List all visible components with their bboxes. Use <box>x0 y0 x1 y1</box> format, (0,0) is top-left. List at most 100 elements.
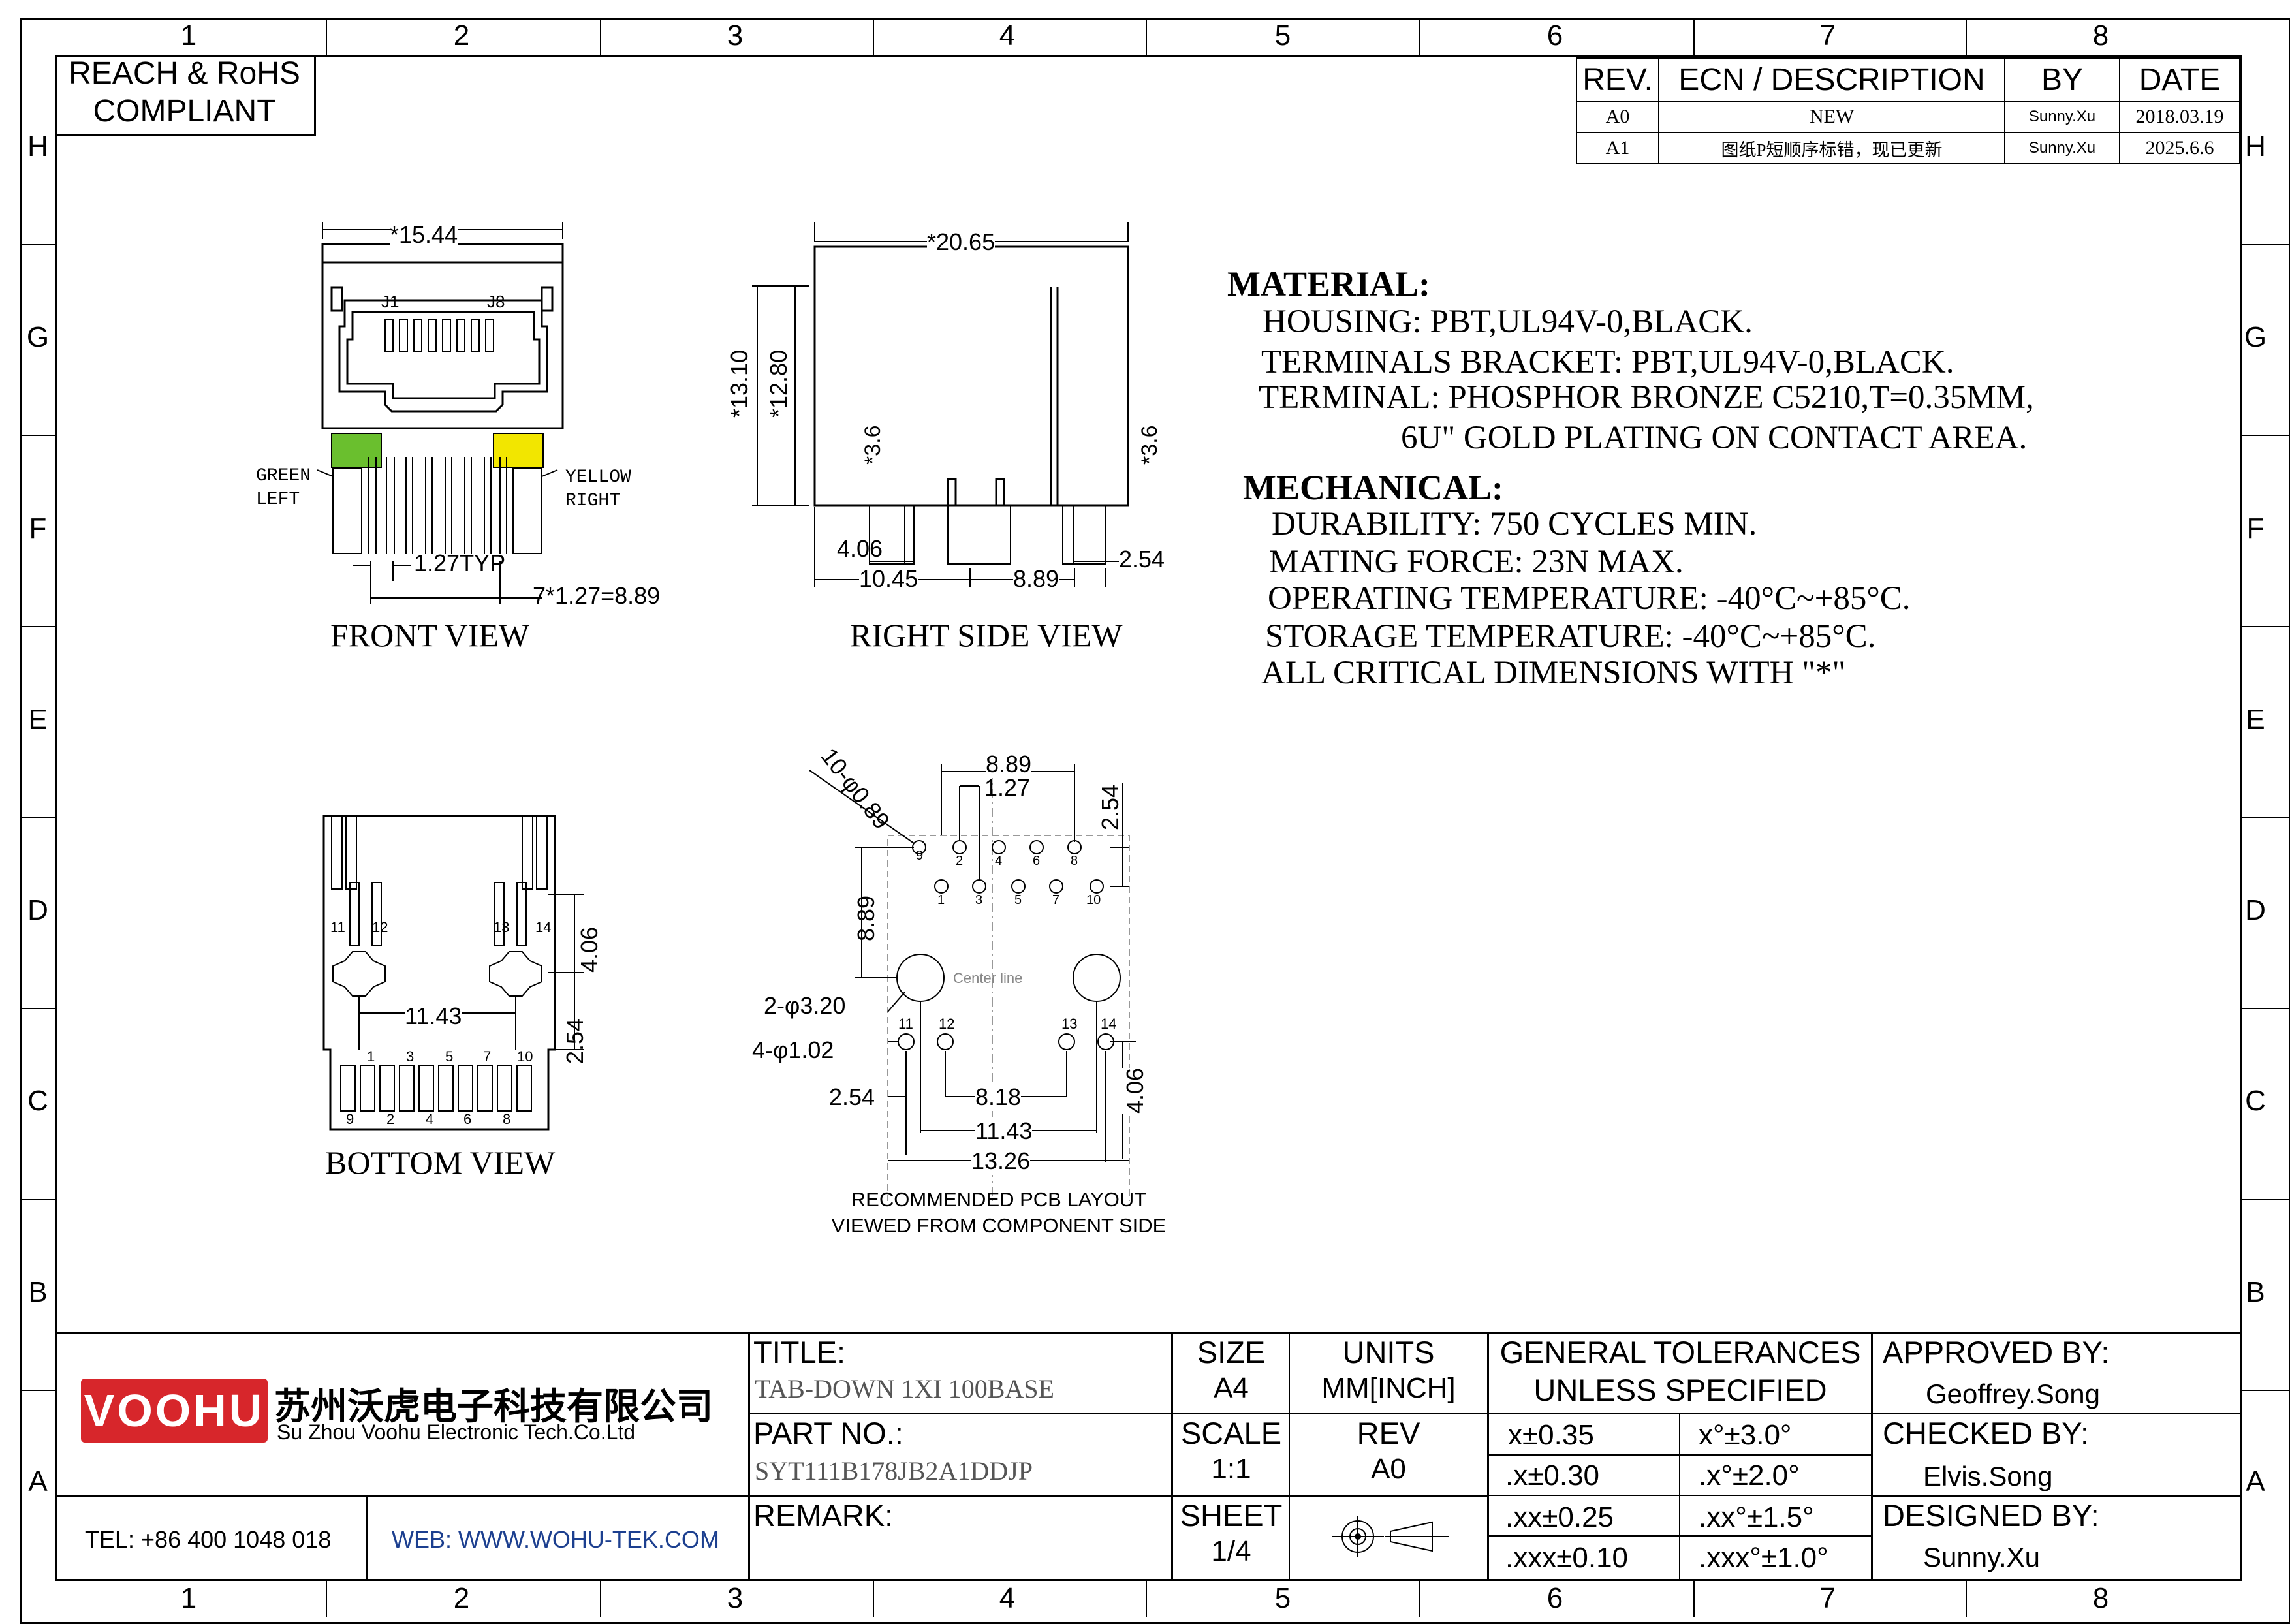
j8-label: J8 <box>487 292 505 311</box>
remark-label: REMARK: <box>753 1498 894 1533</box>
material-line: TERMINAL: PHOSPHOR BRONZE C5210,T=0.35MM… <box>1259 379 2034 416</box>
by-cell: Sunny.Xu <box>2004 132 2120 164</box>
pcb-pin-14: 14 <box>1101 1016 1117 1032</box>
projection-symbol-icon <box>1332 1516 1449 1557</box>
compliance-line1: REACH & RoHS <box>69 56 300 91</box>
zone-row: G <box>2244 321 2267 353</box>
website-link[interactable]: WEB: WWW.WOHU-TEK.COM <box>392 1526 719 1553</box>
bottom-pin-6: 6 <box>463 1111 472 1127</box>
pcb-caption-line2: VIEWED FROM COMPONENT SIDE <box>831 1214 1167 1237</box>
zone-row: A <box>28 1465 48 1497</box>
drawing-border <box>55 55 2242 1581</box>
zone-col: 7 <box>1819 1582 1836 1614</box>
date-cell: 2025.6.6 <box>2119 132 2240 164</box>
checked-label: CHECKED BY: <box>1883 1416 2090 1450</box>
desc-header: ECN / DESCRIPTION <box>1658 57 2005 102</box>
units-label: UNITS <box>1342 1335 1435 1369</box>
yellow-led <box>493 433 544 468</box>
logo-brand: VOOHU <box>84 1385 265 1436</box>
tolerances-heading-2: UNLESS SPECIFIED <box>1533 1373 1827 1407</box>
side-pins <box>869 505 1106 565</box>
pcb-holes4-dim: 4-φ1.02 <box>752 1037 834 1063</box>
side-width-dim: *20.65 <box>927 228 996 256</box>
zone-col: 5 <box>1274 20 1291 52</box>
mechanical-line: OPERATING TEMPERATURE: -40°C~+85°C. <box>1268 580 1911 617</box>
bottom-1143-dim: 11.43 <box>405 1003 462 1030</box>
bottom-pin-11: 11 <box>330 919 345 935</box>
pcb-254-top-dim: 2.54 <box>1097 784 1123 830</box>
voohu-logo: VOOHU <box>81 1379 268 1443</box>
pcb-pin-1: 1 <box>937 893 945 907</box>
zone-col: 8 <box>2092 20 2109 52</box>
side-1045-dim: 10.45 <box>859 565 918 593</box>
side-406-dim: 4.06 <box>837 535 883 562</box>
checked-value: Elvis.Song <box>1923 1461 2053 1491</box>
tol-angular: .xx°±1.5° <box>1699 1501 1814 1533</box>
rev-cell: A1 <box>1576 132 1659 164</box>
pcb-caption-line1: RECOMMENDED PCB LAYOUT <box>851 1188 1147 1211</box>
tol-angular: .xxx°±1.0° <box>1699 1542 1828 1574</box>
front-span-dim: 7*1.27=8.89 <box>533 582 661 609</box>
zone-col: 6 <box>1546 1582 1563 1614</box>
material-heading: MATERIAL: <box>1227 264 1431 304</box>
tol-linear: .xxx±0.10 <box>1505 1542 1629 1574</box>
zone-col: 7 <box>1819 20 1836 52</box>
zone-row: A <box>2246 1465 2265 1497</box>
tol-linear: .xx±0.25 <box>1505 1501 1614 1533</box>
title-label: TITLE: <box>753 1335 846 1369</box>
material-line: HOUSING: PBT,UL94V-0,BLACK. <box>1263 304 1753 340</box>
zone-row: B <box>28 1276 48 1308</box>
zone-row: D <box>2245 894 2266 926</box>
bottom-pin-10: 10 <box>517 1048 533 1065</box>
tol-linear: x±0.35 <box>1508 1419 1594 1451</box>
zone-row: G <box>26 321 50 353</box>
pcb-1143-dim: 11.43 <box>975 1117 1033 1145</box>
zone-col: 4 <box>999 1582 1016 1614</box>
mechanical-heading: MECHANICAL: <box>1243 468 1503 507</box>
pcb-818-dim: 8.18 <box>975 1084 1022 1111</box>
by-cell: Sunny.Xu <box>2004 101 2120 133</box>
left-label: LEFT <box>256 490 300 510</box>
mechanical-line: ALL CRITICAL DIMENSIONS WITH "*" <box>1261 655 1846 691</box>
approved-label: APPROVED BY: <box>1883 1335 2110 1369</box>
zone-col: 4 <box>999 20 1016 52</box>
mechanical-line: DURABILITY: 750 CYCLES MIN. <box>1272 506 1757 542</box>
date-header: DATE <box>2119 57 2240 102</box>
pcb-pin-4: 4 <box>995 854 1003 868</box>
pcb-pin-8: 8 <box>1071 854 1078 868</box>
mechanical-line: MATING FORCE: 23N MAX. <box>1269 544 1684 580</box>
bottom-pin-14: 14 <box>535 919 552 935</box>
bottom-pin-1: 1 <box>367 1048 375 1065</box>
scale-label: SCALE <box>1180 1416 1282 1450</box>
rev-header: REV. <box>1576 57 1659 102</box>
revision-table: REV. ECN / DESCRIPTION BY DATE A0 NEW Su… <box>1576 57 2240 164</box>
zone-col: 1 <box>180 20 197 52</box>
tol-angular: x°±3.0° <box>1699 1419 1792 1451</box>
units-value: MM[INCH] <box>1321 1372 1456 1404</box>
pcb-layout-caption: RECOMMENDED PCB LAYOUT VIEWED FROM COMPO… <box>829 1187 1169 1239</box>
pcb-holes2-dim: 2-φ3.20 <box>764 992 846 1019</box>
bottom-pin-9: 9 <box>346 1111 354 1127</box>
bottom-pin-8: 8 <box>503 1111 511 1127</box>
part-no-value: SYT111B178JB2A1DDJP <box>755 1456 1033 1486</box>
bottom-view-drawing <box>322 815 584 1131</box>
company-name-cn: 苏州沃虎电子科技有限公司 <box>274 1386 713 1427</box>
pcb-pin-10: 10 <box>1086 893 1101 907</box>
approved-value: Geoffrey.Song <box>1926 1379 2100 1409</box>
bottom-pin-4: 4 <box>426 1111 434 1127</box>
sheet-label: SHEET <box>1180 1498 1283 1533</box>
pcb-1326-dim: 13.26 <box>971 1148 1031 1175</box>
side-h1-dim: *13.10 <box>726 349 753 418</box>
tol-linear: .x±0.30 <box>1505 1460 1600 1491</box>
side-dims <box>752 222 1129 587</box>
zone-row: B <box>2246 1276 2265 1308</box>
right-side-view-title: RIGHT SIDE VIEW <box>850 617 1123 653</box>
front-contacts <box>384 319 494 352</box>
front-width-dim: *15.44 <box>390 221 458 249</box>
right-label: RIGHT <box>565 491 621 511</box>
zone-col: 8 <box>2092 1582 2109 1614</box>
compliance-box: REACH & RoHS COMPLIANT <box>55 55 316 136</box>
part-no-label: PART NO.: <box>753 1416 903 1450</box>
front-view-title: FRONT VIEW <box>330 617 530 653</box>
front-dims <box>322 222 563 604</box>
